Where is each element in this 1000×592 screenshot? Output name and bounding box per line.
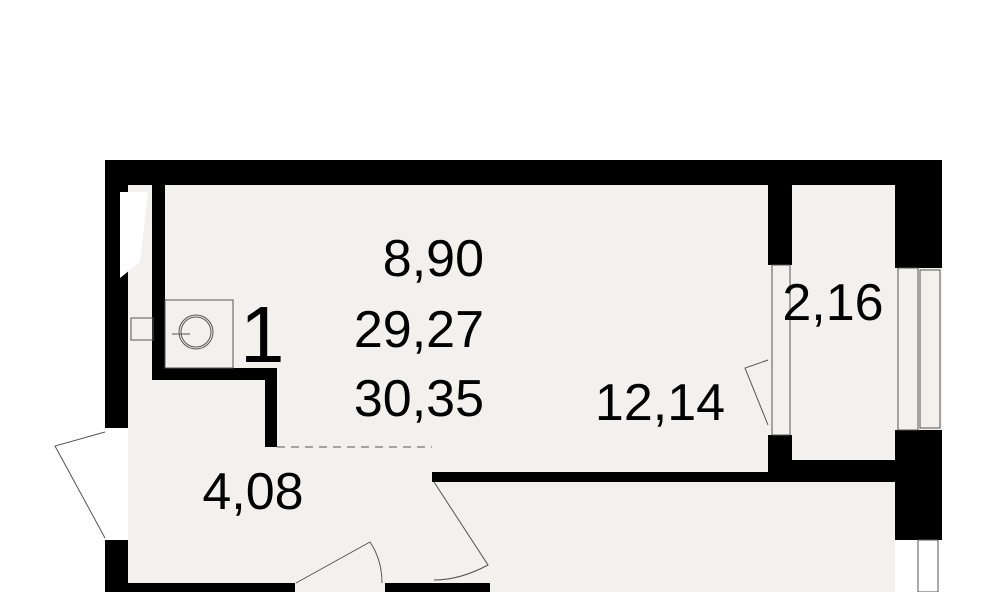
shaft xyxy=(120,192,148,278)
walls xyxy=(105,160,942,592)
doors xyxy=(54,359,769,584)
area-without-balcony-label: 29,27 xyxy=(354,301,484,359)
hall-area-label: 4,08 xyxy=(202,463,303,521)
room-area-label: 12,14 xyxy=(595,374,725,432)
shower-fixture xyxy=(130,299,234,369)
floor-areas xyxy=(128,185,942,592)
balcony-area-label: 2,16 xyxy=(782,274,883,332)
total-area-label: 30,35 xyxy=(354,370,484,428)
rooms-count-label: 1 xyxy=(240,290,285,379)
living-area-label: 8,90 xyxy=(383,230,484,288)
windows xyxy=(771,264,941,592)
